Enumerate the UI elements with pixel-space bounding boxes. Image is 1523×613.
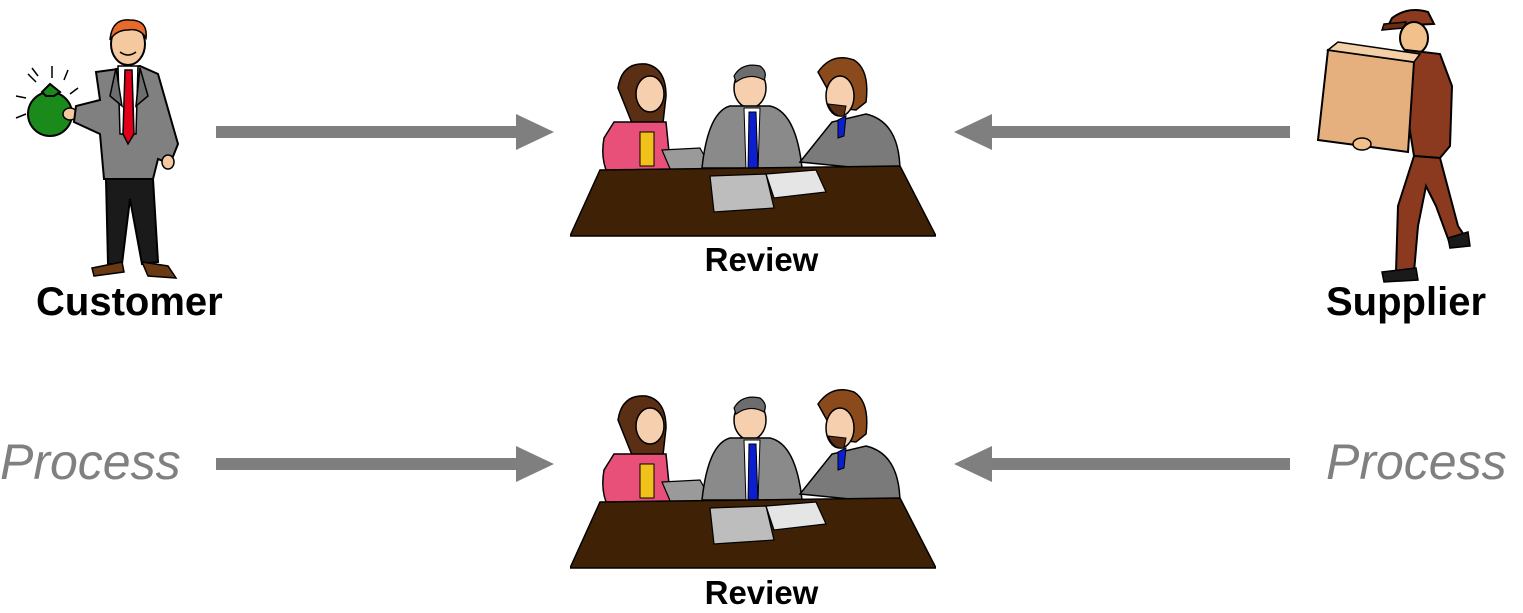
review-meeting-bottom — [570, 384, 936, 570]
review-label: Review — [704, 241, 819, 278]
customer-label: Customer — [36, 280, 223, 324]
arrow-right-icon — [216, 446, 554, 482]
arrow-supplier-to-review-top — [952, 112, 1292, 152]
delivery-man-carrying-box-icon — [1316, 9, 1471, 283]
arrow-process-to-review-bottom — [216, 444, 556, 484]
arrow-left-icon — [954, 114, 1290, 150]
arrow-left-icon — [954, 446, 1290, 482]
review-label: Review — [704, 574, 819, 611]
supplier-label: Supplier — [1326, 280, 1487, 324]
process-label-right: Process — [1326, 434, 1507, 490]
meeting-at-table-icon — [570, 389, 936, 569]
supplier-figure — [1310, 6, 1480, 288]
businessman-holding-money-bag-icon — [15, 19, 180, 279]
review-meeting-top — [570, 52, 936, 238]
arrow-right-icon — [216, 114, 554, 150]
customer-figure — [8, 14, 188, 284]
meeting-at-table-icon — [570, 57, 936, 237]
arrow-process-to-review-bottom-right — [952, 444, 1292, 484]
arrow-customer-to-review-top — [216, 112, 556, 152]
process-label-left: Process — [0, 434, 181, 490]
